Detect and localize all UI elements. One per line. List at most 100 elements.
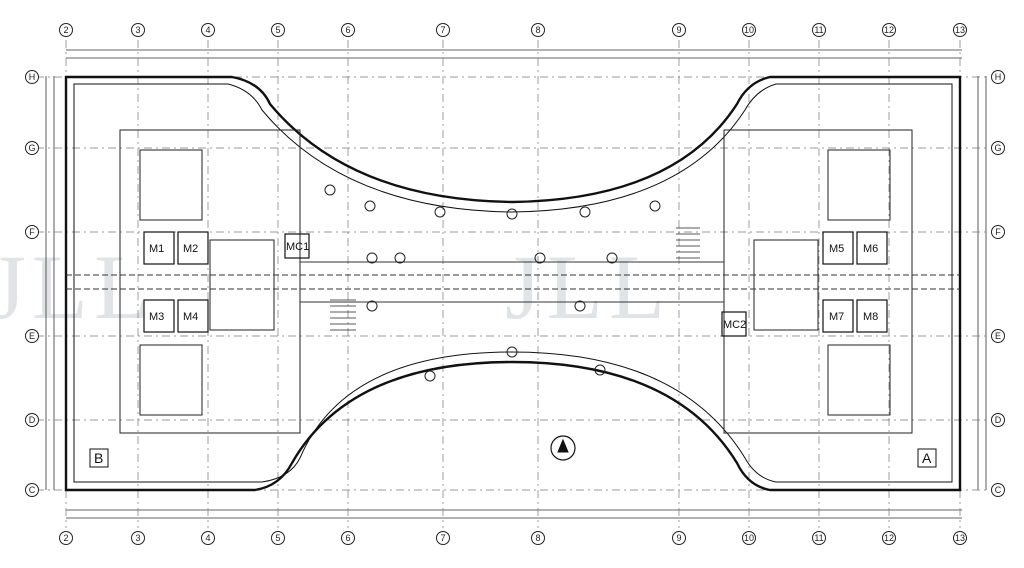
dimension-lines bbox=[45, 49, 987, 519]
watermark-group: JLL JLL bbox=[0, 236, 671, 338]
grid-bubbles-right: H G F E D C bbox=[991, 70, 1005, 497]
grid-bubble-top-13: 13 bbox=[953, 23, 967, 37]
svg-text:9: 9 bbox=[676, 25, 681, 35]
grid-bubble-top-9: 9 bbox=[672, 23, 686, 37]
svg-text:11: 11 bbox=[814, 25, 823, 35]
grid-bubble-top-5: 5 bbox=[271, 23, 285, 37]
grid-bubble-top-4: 4 bbox=[201, 23, 215, 37]
grid-bubble-top-8: 8 bbox=[531, 23, 545, 37]
corner-labels: B A bbox=[89, 448, 937, 468]
grid-bubble-bottom-6: 6 bbox=[341, 531, 355, 545]
grid-bubble-top-11: 11 bbox=[812, 23, 826, 37]
core-mc1-label: MC1 bbox=[286, 241, 309, 253]
svg-text:D: D bbox=[995, 415, 1002, 425]
svg-text:12: 12 bbox=[884, 25, 894, 35]
svg-text:3: 3 bbox=[135, 25, 140, 35]
grid-bubble-left-G: G bbox=[25, 141, 39, 155]
grid-bubbles-bottom: 2 3 4 5 6 7 8 9 10 11 12 13 bbox=[59, 531, 967, 545]
grid-bubble-left-E: E bbox=[25, 329, 39, 343]
building-outline bbox=[64, 75, 962, 492]
svg-text:8: 8 bbox=[535, 25, 540, 35]
grid-bubble-bottom-8: 8 bbox=[531, 531, 545, 545]
grid-bubble-left-D: D bbox=[25, 413, 39, 427]
north-arrow-icon bbox=[550, 435, 576, 461]
grid-bubble-bottom-13: 13 bbox=[953, 531, 967, 545]
grid-bubble-bottom-4: 4 bbox=[201, 531, 215, 545]
lift-m3-label: M3 bbox=[149, 311, 164, 323]
lift-m1-label: M1 bbox=[149, 243, 164, 255]
lift-shafts bbox=[143, 231, 888, 337]
svg-text:F: F bbox=[29, 227, 35, 237]
svg-text:10: 10 bbox=[744, 533, 754, 543]
svg-text:H: H bbox=[29, 72, 36, 82]
grid-bubble-top-3: 3 bbox=[131, 23, 145, 37]
svg-text:C: C bbox=[995, 485, 1002, 495]
svg-text:E: E bbox=[29, 331, 35, 341]
watermark-right: JLL bbox=[505, 236, 671, 338]
grid-bubble-top-12: 12 bbox=[882, 23, 896, 37]
grid-bubble-right-C: C bbox=[991, 483, 1005, 497]
svg-text:2: 2 bbox=[63, 533, 68, 543]
grid-bubble-bottom-9: 9 bbox=[672, 531, 686, 545]
stairs bbox=[330, 227, 700, 331]
svg-text:13: 13 bbox=[955, 25, 965, 35]
svg-text:12: 12 bbox=[884, 533, 894, 543]
svg-text:2: 2 bbox=[63, 25, 68, 35]
svg-text:7: 7 bbox=[440, 25, 445, 35]
svg-text:E: E bbox=[995, 331, 1001, 341]
corner-label-left: B bbox=[94, 450, 103, 466]
cores bbox=[119, 129, 913, 434]
grid-bubble-bottom-5: 5 bbox=[271, 531, 285, 545]
svg-text:8: 8 bbox=[535, 533, 540, 543]
corner-label-right: A bbox=[922, 450, 932, 466]
grid-bubble-top-10: 10 bbox=[742, 23, 756, 37]
grid-bubbles-left: H G F E D C bbox=[25, 70, 39, 497]
svg-text:5: 5 bbox=[275, 533, 280, 543]
grid-bubbles-top: 2 3 4 5 6 7 8 9 10 11 12 13 bbox=[59, 23, 967, 37]
svg-text:9: 9 bbox=[676, 533, 681, 543]
core-mc2-label: MC2 bbox=[723, 319, 746, 331]
lift-m4-label: M4 bbox=[183, 311, 198, 323]
grid-bubble-top-7: 7 bbox=[436, 23, 450, 37]
svg-text:G: G bbox=[994, 143, 1001, 153]
svg-text:6: 6 bbox=[345, 25, 350, 35]
grid-bubble-right-E: E bbox=[991, 329, 1005, 343]
grid-bubble-bottom-7: 7 bbox=[436, 531, 450, 545]
grid-bubble-left-F: F bbox=[25, 225, 39, 239]
lift-m7-label: M7 bbox=[829, 311, 844, 323]
grid-bubble-left-H: H bbox=[25, 70, 39, 84]
svg-text:6: 6 bbox=[345, 533, 350, 543]
grid-bubble-right-F: F bbox=[991, 225, 1005, 239]
grid-bubble-right-D: D bbox=[991, 413, 1005, 427]
grid-bubble-bottom-10: 10 bbox=[742, 531, 756, 545]
structural-columns bbox=[324, 184, 661, 382]
grid-bubble-bottom-3: 3 bbox=[131, 531, 145, 545]
svg-text:3: 3 bbox=[135, 533, 140, 543]
central-corridor bbox=[66, 261, 960, 303]
lift-m2-label: M2 bbox=[183, 243, 198, 255]
watermark-left: JLL bbox=[0, 236, 156, 338]
lift-labels: M1 M2 M3 M4 M5 M6 M7 M8 MC1 MC2 bbox=[149, 241, 878, 331]
grid-bubble-top-6: 6 bbox=[341, 23, 355, 37]
svg-text:G: G bbox=[28, 143, 35, 153]
svg-text:4: 4 bbox=[205, 25, 210, 35]
svg-text:11: 11 bbox=[814, 533, 823, 543]
svg-text:D: D bbox=[29, 415, 36, 425]
grid-bubble-bottom-11: 11 bbox=[812, 531, 826, 545]
svg-text:7: 7 bbox=[440, 533, 445, 543]
lift-m6-label: M6 bbox=[863, 243, 878, 255]
svg-text:4: 4 bbox=[205, 533, 210, 543]
svg-text:10: 10 bbox=[744, 25, 754, 35]
svg-text:F: F bbox=[995, 227, 1001, 237]
grid-bubble-right-H: H bbox=[991, 70, 1005, 84]
svg-text:13: 13 bbox=[955, 533, 965, 543]
grid-bubble-right-G: G bbox=[991, 141, 1005, 155]
lift-m8-label: M8 bbox=[863, 311, 878, 323]
svg-text:H: H bbox=[995, 72, 1002, 82]
svg-text:5: 5 bbox=[275, 25, 280, 35]
grid-bubble-left-C: C bbox=[25, 483, 39, 497]
lift-m5-label: M5 bbox=[829, 243, 844, 255]
grid-bubble-bottom-12: 12 bbox=[882, 531, 896, 545]
grid-bubble-top-2: 2 bbox=[59, 23, 73, 37]
